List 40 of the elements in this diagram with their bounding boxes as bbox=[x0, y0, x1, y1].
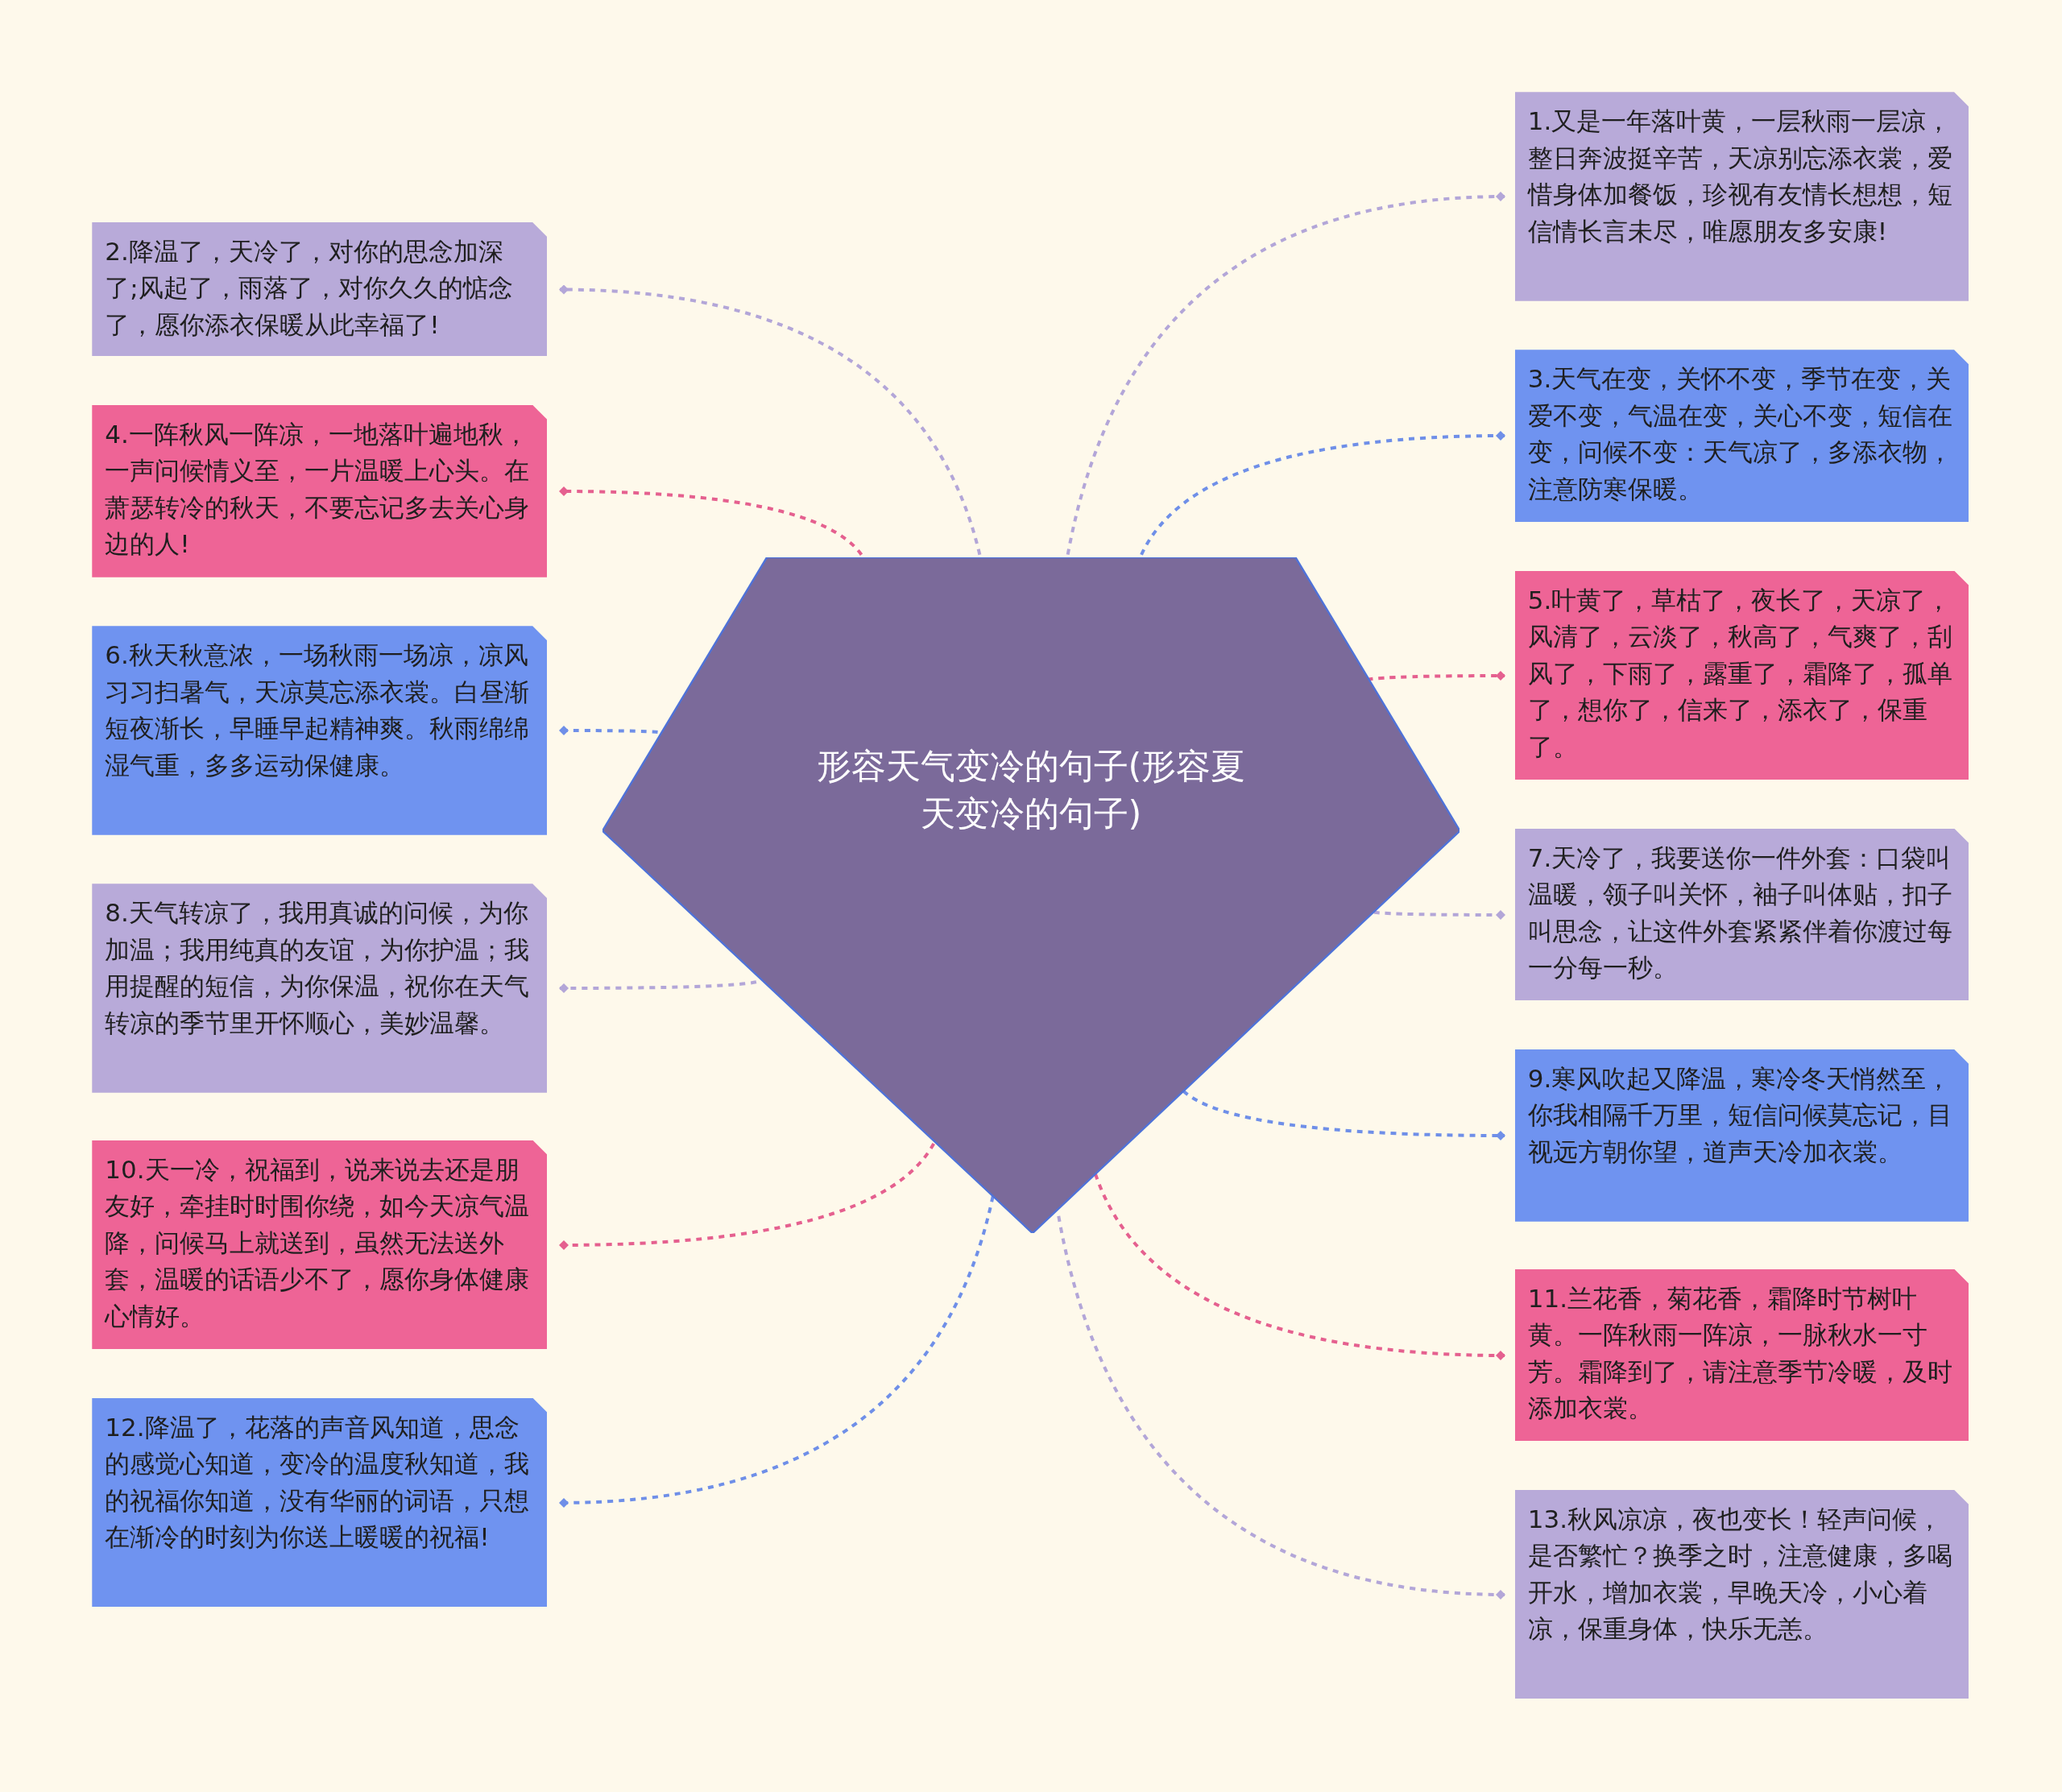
text-card bbox=[1514, 1268, 1969, 1442]
text-card bbox=[1514, 1489, 1969, 1699]
text-card bbox=[92, 1140, 548, 1350]
card-text: 1.又是一年落叶黄，一层秋雨一层凉，整日奔波挺辛苦，天凉别忘添衣裳，爱惜身体加餐饭，珍视有友情长想想，短信情长言未尽，唯愿朋友多安康! bbox=[1527, 106, 1953, 247]
dashed-connector bbox=[559, 284, 982, 556]
text-card bbox=[92, 1397, 548, 1608]
dashed-connector bbox=[1182, 1090, 1505, 1140]
card-text: 9.寒风吹起又降温，寒冷冬天悄然至，你我相隔千万里，短信问候莫忘记，目视远方朝你望，道声天冷加衣裳。 bbox=[1527, 1062, 1953, 1168]
card-text: 11.兰花香，菊花香，霜降时节树叶黄。一阵秋雨一阵凉，一脉秋水一寸芳。霜降到了，请注意季节冷暖，及时添加衣裳。 bbox=[1527, 1282, 1953, 1424]
dashed-connector bbox=[559, 486, 863, 557]
card-text: 2.降温了，天冷了，对你的思念加深了;风起了，雨落了，对你久久的惦念了，愿你添衣保暖从此幸福了! bbox=[105, 235, 514, 341]
dashed-connector bbox=[1367, 671, 1505, 681]
text-card bbox=[1514, 1049, 1969, 1222]
card-text: 6.秋天秋意浓，一场秋雨一场凉，凉风习习扫暑气，天凉莫忘添衣裳。白昼渐短夜渐长，早睡早起精神爽。秋雨绵绵湿气重，多多运动保健康。 bbox=[105, 639, 531, 781]
card-text: 12.降温了，花落的声音风知道，思念的感觉心知道，变冷的温度秋知道，我的祝福你知道，没有华丽的词语，只想在渐冷的时刻为你送上暖暖的祝福! bbox=[105, 1411, 531, 1553]
text-card bbox=[92, 626, 548, 835]
central-topic-text: 形容天气变冷的句子(形容夏天变冷的句子) bbox=[815, 745, 1247, 836]
dashed-connector bbox=[1094, 1173, 1505, 1360]
card-text: 13.秋风凉凉，夜也变长！轻声问候，是否繁忙？换季之时，注意健康，多喝开水，增加衣裳，早晚天冷，小心着凉，保重身体，快乐无恙。 bbox=[1527, 1503, 1953, 1645]
card-text: 10.天一冷，祝福到，说来说去还是朋友好，牵挂时时围你绕，如今天凉气温降，问候马上就送到，虽然无法送外套，温暖的话语少不了，愿你身体健康心情好。 bbox=[105, 1153, 531, 1332]
text-card bbox=[1514, 350, 1969, 523]
dashed-connector bbox=[559, 1195, 995, 1508]
dashed-connector bbox=[559, 726, 658, 735]
text-card bbox=[92, 884, 548, 1093]
text-card bbox=[1514, 570, 1969, 780]
text-card bbox=[92, 221, 548, 357]
dashed-connector bbox=[559, 1142, 935, 1250]
card-text: 8.天气转凉了，我用真诚的问候，为你加温；我用纯真的友谊，为你护温；我用提醒的短信，为你保温，祝你在天气转凉的季节里开怀顺心，美妙温馨。 bbox=[105, 897, 531, 1039]
text-card bbox=[92, 404, 548, 577]
text-card bbox=[1514, 92, 1969, 301]
dashed-connector bbox=[1140, 431, 1505, 556]
card-text: 7.天冷了，我要送你一件外套：口袋叫温暖，领子叫关怀，袖子叫体贴，扣子叫思念，让这件外套紧紧伴着你渡过每一分每一秒。 bbox=[1527, 842, 1953, 984]
dashed-connector bbox=[1373, 910, 1505, 920]
card-text: 3.天气在变，关怀不变，季节在变，关爱不变，气温在变，关心不变，短信在变，问候不变：天气凉了，多添衣物，注意防寒保暖。 bbox=[1527, 363, 1953, 505]
dashed-connector bbox=[1066, 192, 1505, 556]
card-text: 4.一阵秋风一阵凉，一地落叶遍地秋，一声问候情义至，一片温暖上心头。在萧瑟转冷的秋天，不要忘记多去关心身边的人! bbox=[105, 418, 531, 561]
card-text: 5.叶黄了，草枯了，夜长了，天凉了，风清了，云淡了，秋高了，气爽了，刮风了，下雨了，露重了，霜降了，孤单了，想你了，信来了，添衣了，保重了。 bbox=[1527, 584, 1953, 763]
dashed-connector bbox=[1057, 1215, 1505, 1600]
dashed-connector bbox=[559, 980, 757, 993]
text-card bbox=[1514, 828, 1969, 1001]
